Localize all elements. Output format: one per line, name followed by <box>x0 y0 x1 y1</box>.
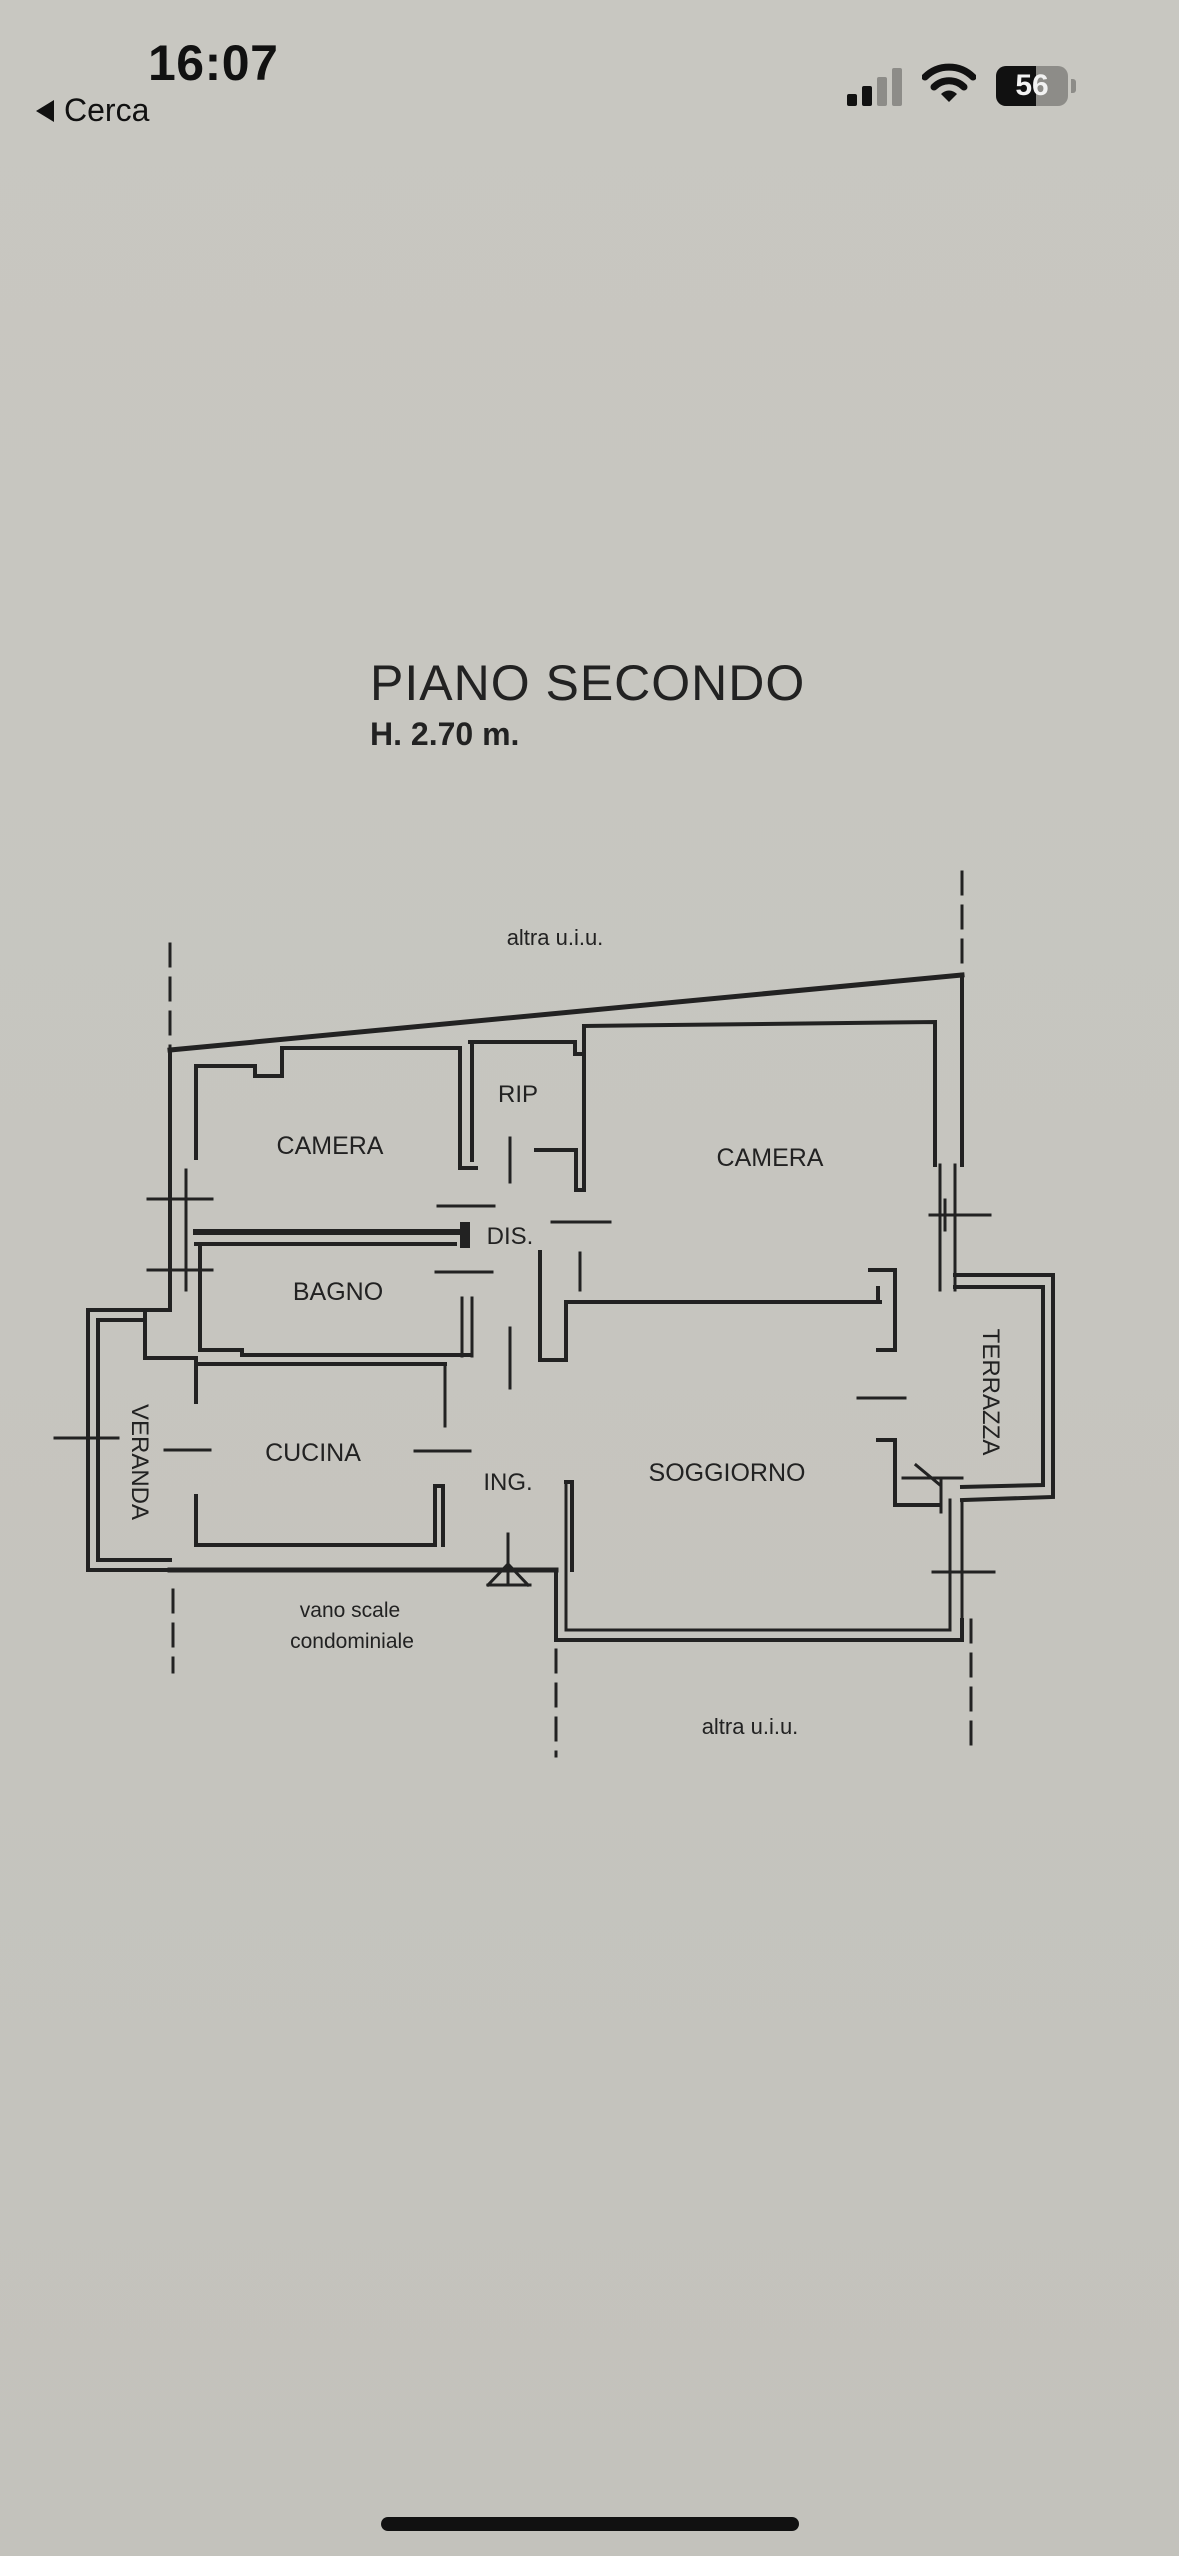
battery-fill <box>996 66 1037 106</box>
label-bagno: BAGNO <box>293 1278 383 1306</box>
back-to-search-button[interactable]: Cerca <box>36 92 149 129</box>
label-soggiorno: SOGGIORNO <box>649 1459 806 1487</box>
signal-bar <box>877 77 887 106</box>
signal-bar <box>892 68 902 106</box>
home-indicator[interactable] <box>381 2517 799 2531</box>
label-cucina: CUCINA <box>265 1439 361 1467</box>
back-label: Cerca <box>64 92 150 128</box>
label-vano-scale: vano scale <box>300 1599 400 1622</box>
label-ing: ING. <box>483 1469 532 1496</box>
label-camera-left: CAMERA <box>277 1132 384 1160</box>
cellular-signal-icon <box>847 68 902 106</box>
back-arrow-icon <box>36 99 54 122</box>
battery-icon: 56 <box>996 66 1078 106</box>
label-altra-bottom: altra u.i.u. <box>702 1714 799 1739</box>
signal-bar <box>847 94 857 106</box>
plan-height: H. 2.70 m. <box>370 716 520 752</box>
label-dis: DIS. <box>487 1223 534 1250</box>
plan-title: PIANO SECONDO <box>370 655 806 711</box>
wifi-icon <box>922 63 976 102</box>
label-terrazza: TERRAZZA <box>977 1329 1004 1456</box>
signal-bar <box>862 86 872 106</box>
label-condominiale: condominiale <box>290 1630 414 1653</box>
label-altra-top: altra u.i.u. <box>507 925 604 950</box>
label-veranda: VERANDA <box>126 1404 153 1520</box>
label-rip: RIP <box>498 1081 538 1108</box>
battery-level: 56 <box>1015 69 1049 102</box>
plan-walls <box>53 870 1055 1758</box>
battery-body: 56 <box>996 66 1068 106</box>
status-time: 16:07 <box>148 35 279 91</box>
label-camera-right: CAMERA <box>717 1144 824 1172</box>
battery-tip <box>1071 79 1076 93</box>
property-lines <box>168 870 973 1758</box>
